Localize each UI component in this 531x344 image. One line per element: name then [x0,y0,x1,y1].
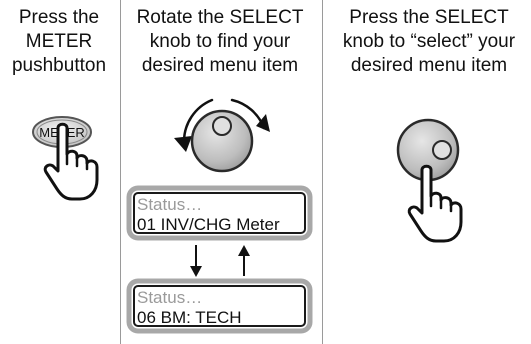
step-2-line-1: Rotate the SELECT [136,7,304,28]
arrow-up-icon [238,245,250,276]
step-3-line-1: Press the SELECT [349,7,509,28]
rotate-arrows-icon [174,98,270,152]
step-2-line-2: knob to find your [149,31,291,52]
arrow-down-icon [190,245,202,277]
display-panel-2: Status… 06 BM: TECH [126,278,313,334]
display-panel-1: Status… 01 INV/CHG Meter [126,185,313,241]
display-1-line-1: Status… [137,195,202,214]
step-3-line-3: desired menu item [350,55,508,76]
select-knob-press[interactable] [396,118,460,182]
display-2-line-1: Status… [137,288,202,307]
step-1-line-3: pushbutton [11,55,107,76]
step-2-line-3: desired menu item [141,55,299,76]
display-1-line-2: 01 INV/CHG Meter [137,215,280,234]
column-divider-left [120,0,121,344]
step-1-line-2: METER [25,31,93,52]
step-1-line-1: Press the [18,7,100,28]
step-3-line-2: knob to “select” your [342,31,516,52]
display-2-line-2: 06 BM: TECH [137,308,242,327]
step-1-instructions: Press the METER pushbutton [0,6,118,78]
select-knob-rotate[interactable] [190,109,254,173]
column-divider-right [322,0,323,344]
step-2-instructions: Rotate the SELECT knob to find your desi… [120,6,320,78]
step-3-instructions: Press the SELECT knob to “select” your d… [327,6,531,78]
